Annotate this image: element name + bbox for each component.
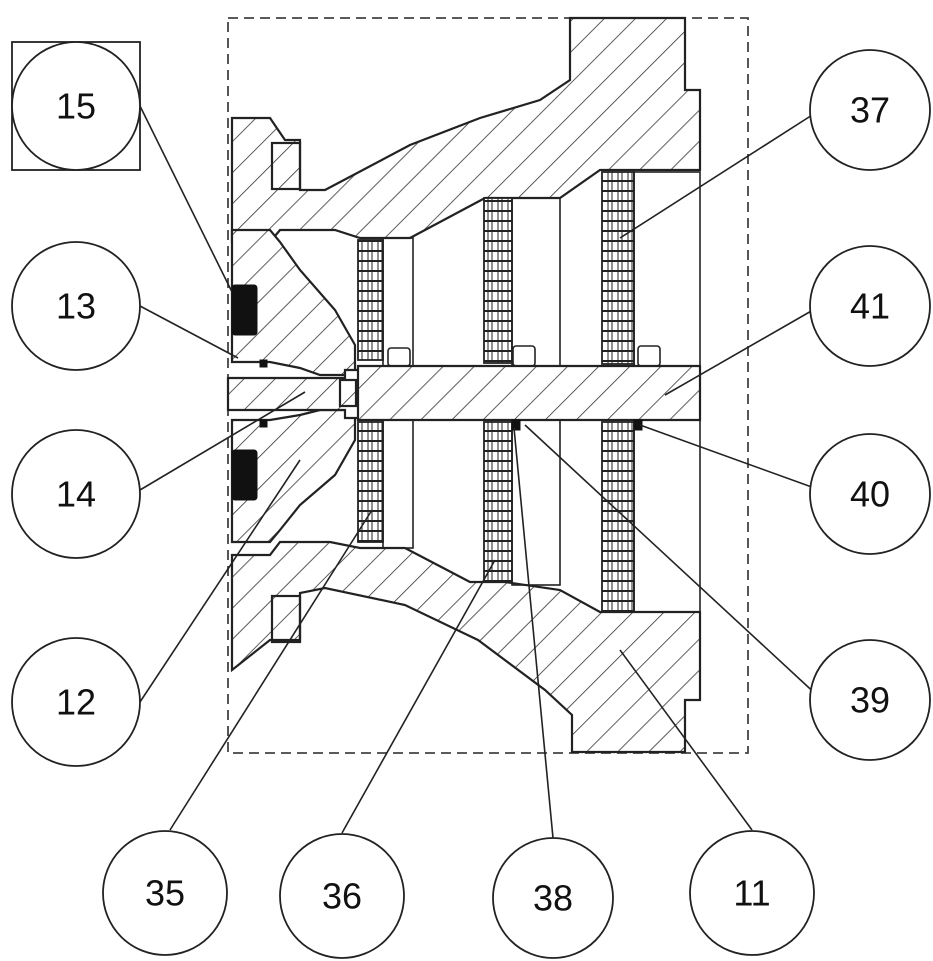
- housing-notch-top: [270, 141, 302, 191]
- housing-notch-bottom: [270, 594, 302, 644]
- carrier-block-1b: [382, 419, 414, 549]
- balloon-35: 35: [102, 830, 228, 956]
- nut-1: [387, 347, 411, 367]
- leader-11: [619, 649, 753, 831]
- seal-upper: [231, 284, 258, 336]
- washer-39: [511, 419, 521, 431]
- balloon-11: 11: [689, 830, 815, 956]
- balloon-39: 39: [809, 639, 931, 761]
- gear-36-lower: [483, 421, 513, 583]
- leader-38: [513, 427, 554, 839]
- carrier-block-1: [382, 237, 414, 367]
- o-ring-lower: [259, 419, 268, 428]
- balloon-36-label: 36: [322, 876, 362, 917]
- leader-37: [619, 109, 821, 239]
- leader-41: [664, 305, 821, 396]
- balloon-11-label: 11: [733, 873, 770, 914]
- carrier-block-2: [511, 197, 561, 367]
- balloon-14-label: 14: [56, 474, 96, 515]
- leader-14: [139, 391, 306, 491]
- balloon-40: 40: [809, 433, 931, 555]
- leader-35: [169, 509, 373, 831]
- balloon-13-label: 13: [56, 286, 96, 327]
- balloon-38: 38: [492, 837, 614, 959]
- balloon-15: 15: [11, 41, 141, 171]
- gear-35-upper: [357, 239, 384, 361]
- central-shaft: [356, 364, 702, 422]
- balloon-41: 41: [809, 245, 931, 367]
- leader-12: [139, 459, 301, 703]
- nut-2: [512, 345, 536, 367]
- shaft-key: [338, 378, 358, 408]
- balloon-12-label: 12: [56, 682, 96, 723]
- leader-36: [341, 559, 496, 834]
- balloon-15-label: 15: [56, 86, 96, 127]
- leader-40: [639, 424, 821, 491]
- leader-lines: [139, 105, 821, 839]
- boundary-frame: [227, 17, 749, 754]
- carrier-block-3b: [633, 419, 701, 613]
- gear-35-lower: [357, 421, 384, 543]
- balloon-14: 14: [11, 429, 141, 559]
- o-ring-upper: [259, 359, 268, 368]
- leader-39: [524, 424, 821, 699]
- leader-13: [139, 305, 239, 359]
- leader-15: [139, 105, 233, 293]
- balloon-40-label: 40: [850, 474, 890, 515]
- nut-3: [637, 345, 661, 367]
- gear-37-lower: [601, 421, 635, 613]
- balloon-35-label: 35: [145, 873, 185, 914]
- balloon-37-label: 37: [850, 90, 890, 131]
- balloon-37: 37: [809, 49, 931, 171]
- housing-lower: [230, 540, 702, 754]
- seal-lower: [231, 449, 258, 501]
- cover-plate-lower: [230, 408, 357, 544]
- balloon-13: 13: [11, 241, 141, 371]
- carrier-block-2b: [511, 419, 561, 586]
- carrier-block-3: [633, 171, 701, 367]
- balloon-12: 12: [11, 637, 141, 767]
- balloon-39-label: 39: [850, 680, 890, 721]
- balloon-36: 36: [279, 833, 405, 959]
- balloon-38-label: 38: [533, 878, 573, 919]
- gear-37-upper: [601, 171, 635, 365]
- gear-36-upper: [483, 197, 513, 364]
- balloon-41-label: 41: [850, 286, 890, 327]
